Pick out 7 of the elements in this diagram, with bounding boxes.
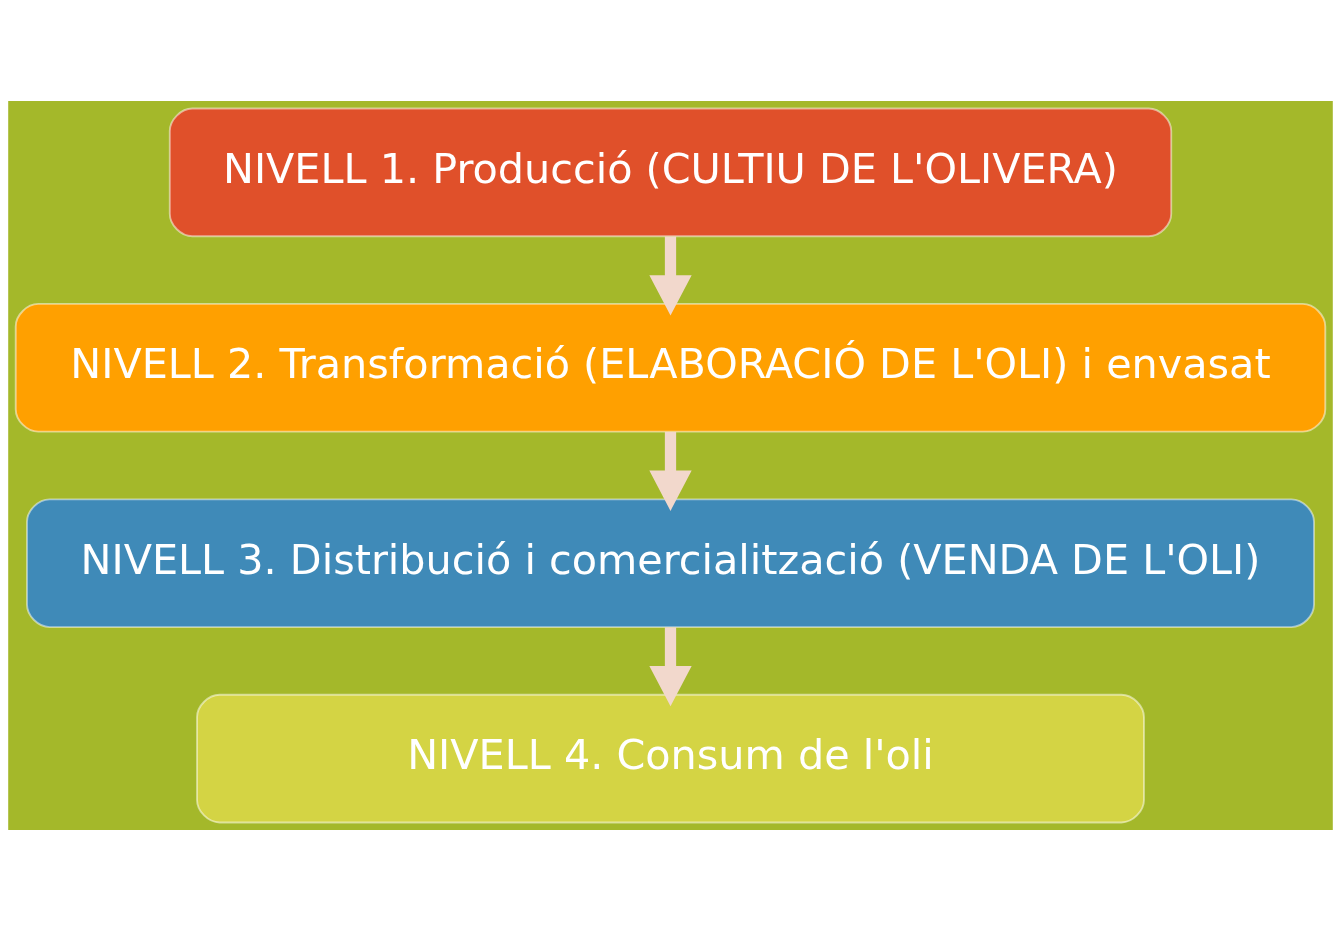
- node-box: NIVELL 2. Transformació (ELABORACIÓ DE L'OLI) i envasat: [14, 302, 1327, 433]
- node-box: NIVELL 3. Distribució i comercialització (VENDA DE L'OLI): [26, 497, 1315, 628]
- node-box: NIVELL 1. Producció (CULTIU DE L'OLIVERA): [168, 107, 1173, 237]
- node-box: NIVELL 4. Consum de l'oli: [196, 693, 1145, 823]
- arrow: [649, 626, 692, 706]
- arrow: [649, 431, 692, 511]
- arrow: [649, 236, 692, 315]
